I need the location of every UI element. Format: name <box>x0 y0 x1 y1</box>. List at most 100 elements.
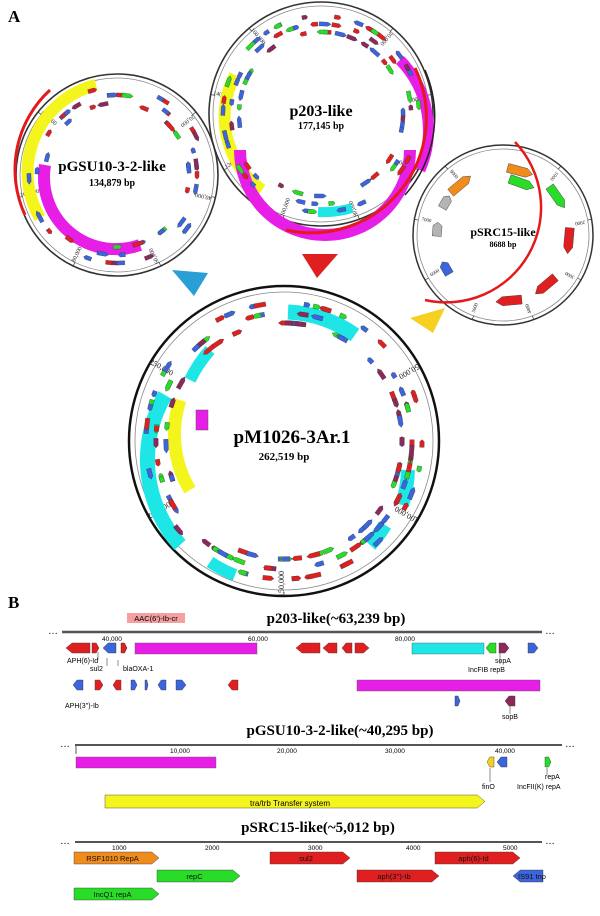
gene-arrow <box>211 339 225 349</box>
gene-arrow <box>416 465 423 473</box>
plasmid-name: pGSU10-3-2-like <box>58 159 166 175</box>
gene-arrow <box>535 273 559 295</box>
axis-tick-label: 2000 <box>205 845 220 852</box>
svg-text:…: … <box>545 836 555 847</box>
gene-arrow <box>340 558 354 568</box>
gene-arrow <box>65 642 91 654</box>
gene-label: aph(3'')-Ib <box>377 872 410 881</box>
gene-arrow <box>390 372 398 380</box>
gene-arrow <box>222 130 229 143</box>
gene-arrow <box>181 222 192 235</box>
gene-arrow <box>252 312 262 319</box>
tick-label: 80,000 <box>349 200 360 218</box>
gene-arrow <box>245 550 259 558</box>
tick-label: 8000 <box>448 169 459 180</box>
gene-arrow <box>311 201 319 207</box>
cyan-arc <box>364 521 391 550</box>
magenta-block <box>134 642 258 655</box>
gene-arrow <box>399 436 405 446</box>
gene-arrow <box>190 147 197 154</box>
gene-arrow <box>154 458 161 467</box>
gene-label: sul2 <box>90 666 103 673</box>
tick-label: 50,000 <box>397 362 421 381</box>
gene-arrow <box>377 368 387 381</box>
outer-black-arc <box>404 69 436 196</box>
plasmid-name: p203-like <box>289 103 352 120</box>
gene-arrow <box>132 240 145 248</box>
gene-arrow <box>349 542 362 553</box>
gene-arrow <box>191 344 200 353</box>
gene-arrow <box>360 41 370 49</box>
gene-arrow <box>130 679 138 691</box>
gene-arrow <box>301 14 308 20</box>
gene-arrow <box>388 54 397 64</box>
gene-arrow <box>395 50 404 60</box>
tick-label: 4000 <box>525 302 533 314</box>
gene-arrow <box>266 44 277 53</box>
gene-arrow <box>87 87 98 94</box>
gene-label: IncQ1 repA <box>94 890 132 899</box>
gene-arrow <box>544 756 552 768</box>
tick-label: 150,000 <box>277 571 286 597</box>
gene-arrow <box>229 98 235 107</box>
gene-arrow <box>403 63 411 72</box>
svg-text:…: … <box>48 626 58 637</box>
gene-arrow <box>307 571 322 579</box>
gene-arrow <box>411 394 419 404</box>
gene-arrow <box>408 444 415 460</box>
gene-arrow <box>415 99 421 111</box>
gene-label: APH(6)-Id <box>67 658 98 665</box>
gene-arrow <box>236 71 244 80</box>
gene-arrow <box>236 115 243 128</box>
tick-label: 80,000 <box>71 246 84 263</box>
tick-label: 6000 <box>430 269 442 279</box>
gene-arrow <box>496 756 508 768</box>
gene-arrow <box>373 521 385 533</box>
gene-arrow <box>63 109 71 116</box>
merge-arrow-red <box>302 254 338 278</box>
gene-arrow <box>223 310 236 319</box>
gene-arrow <box>277 182 284 189</box>
yellow-transfer-arc <box>21 79 98 222</box>
axis-tick-label: 30,000 <box>385 748 405 755</box>
gene-arrow <box>312 303 321 310</box>
axis-tick-label: 3000 <box>308 845 323 852</box>
gene-arrow <box>104 794 486 809</box>
gene-arrow <box>144 679 149 691</box>
gene-arrow <box>43 152 51 163</box>
gene-arrow <box>143 253 154 261</box>
gene-arrow <box>231 557 246 566</box>
gene-arrow <box>175 679 187 691</box>
gene-arrow <box>385 64 394 75</box>
magenta-block <box>195 409 209 431</box>
gene-arrow <box>175 376 186 390</box>
gene-arrow <box>64 235 74 243</box>
gene-arrow <box>112 244 123 250</box>
gene-arrow <box>120 642 128 654</box>
gene-arrow <box>408 104 414 111</box>
gene-arrow <box>307 209 318 214</box>
gene-arrow <box>438 195 452 211</box>
gene-arrow <box>419 439 425 448</box>
gene-arrow <box>360 325 369 333</box>
gene-arrow <box>400 107 406 116</box>
tick-label: 1000 <box>548 170 559 181</box>
gene-arrow <box>316 29 329 35</box>
panel-a-label: A <box>8 7 21 26</box>
gene-arrow <box>295 198 306 205</box>
gene-arrow <box>314 560 325 568</box>
gene-arrow <box>512 869 544 883</box>
gene-arrow <box>356 199 367 207</box>
gene-arrow <box>139 105 150 113</box>
gene-arrow <box>356 869 440 883</box>
merge-arrow-blue <box>172 270 208 296</box>
gene-arrow <box>322 546 335 555</box>
tick-label: 2000 <box>574 219 585 226</box>
gene-arrow <box>434 851 521 865</box>
gene-arrow <box>94 679 104 691</box>
gene-arrow <box>563 227 575 255</box>
gene-label: AAC(6')-Ib-cr <box>134 614 178 623</box>
svg-text:…: … <box>60 836 70 847</box>
cyan-arc <box>287 304 360 342</box>
gene-arrow <box>165 379 174 392</box>
